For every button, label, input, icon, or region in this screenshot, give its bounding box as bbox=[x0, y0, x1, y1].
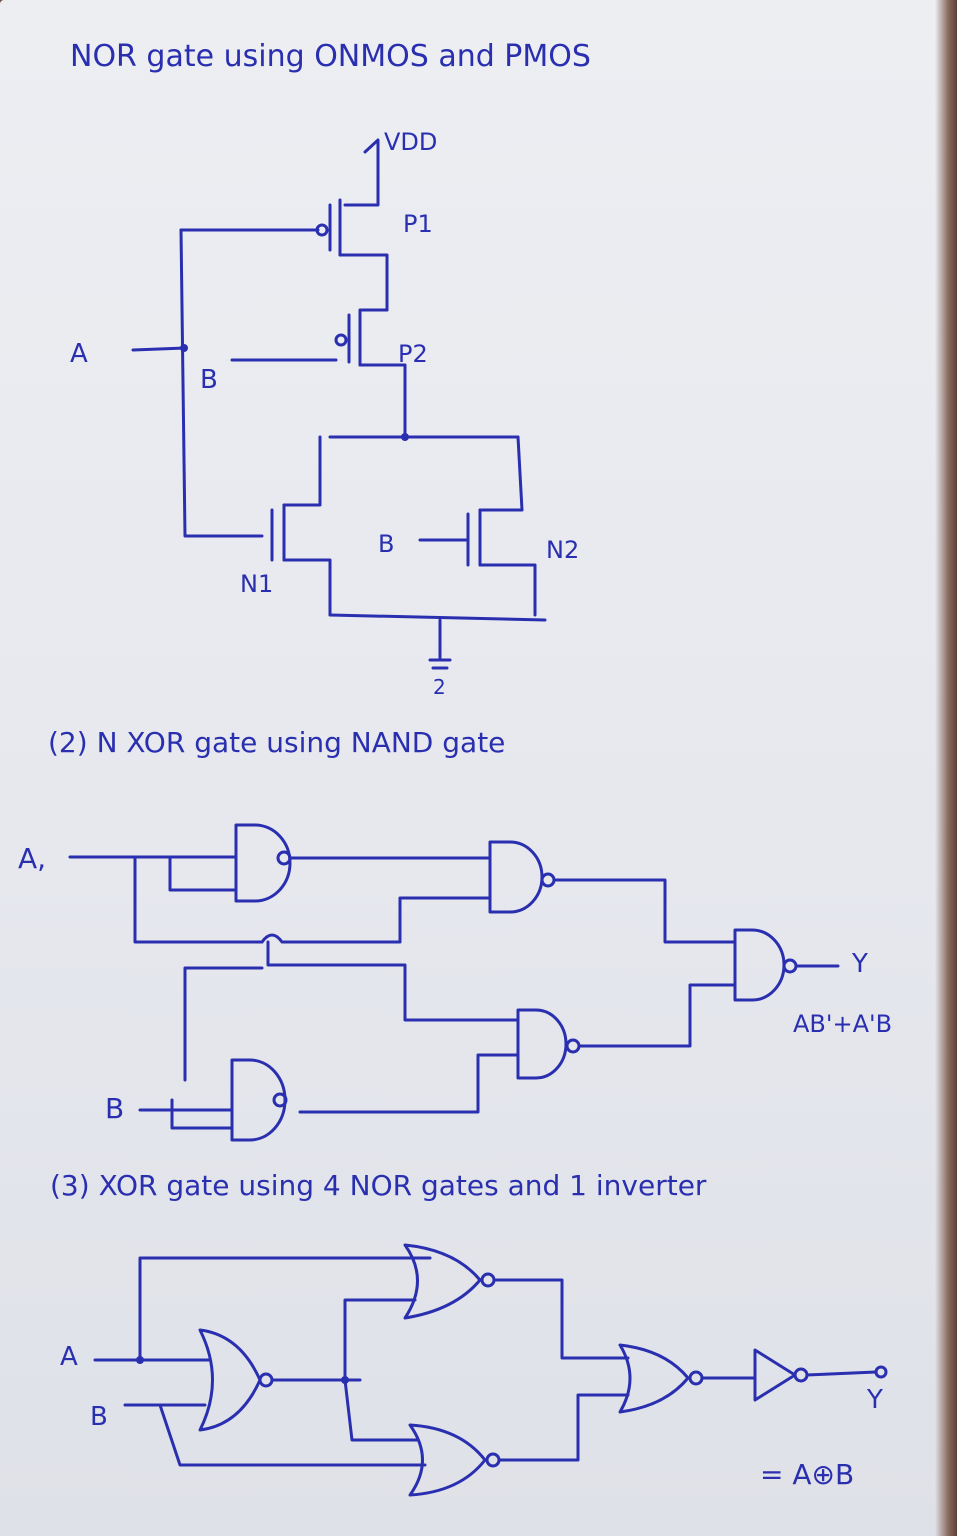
transistor-n2 bbox=[418, 508, 537, 617]
source-rail bbox=[328, 613, 547, 622]
input-b2-label: B bbox=[378, 530, 394, 558]
input-b-label-3: B bbox=[90, 1402, 108, 1432]
b-to-nand3 bbox=[298, 1053, 520, 1114]
cmos-nor-circuit: VDD P1 P2 A B bbox=[70, 128, 579, 699]
expression-2: AB'+A'B bbox=[793, 1010, 892, 1038]
n1-drain bbox=[282, 435, 322, 507]
page-edge bbox=[935, 0, 957, 1536]
b-to-nand4 bbox=[170, 1098, 234, 1130]
input-a-label: A bbox=[70, 339, 88, 369]
nand-gate-4 bbox=[230, 1058, 287, 1142]
nand1-to-nand3 bbox=[266, 940, 520, 1022]
n2-label: N2 bbox=[546, 536, 579, 564]
a-to-nand2 bbox=[133, 855, 264, 944]
b-up-wire bbox=[183, 966, 264, 1082]
vdd-wire bbox=[343, 138, 380, 207]
vdd-label: VDD bbox=[384, 128, 437, 156]
nand-gate-1 bbox=[234, 823, 292, 903]
nor2-to-nor3 bbox=[492, 1278, 630, 1360]
nor-gate-3 bbox=[618, 1343, 690, 1414]
transistor-n1 bbox=[270, 503, 332, 617]
expression-3: = A⊕B bbox=[760, 1458, 854, 1491]
input-a-label-2: A, bbox=[18, 842, 46, 875]
nand-gate-2 bbox=[488, 840, 544, 914]
nor-gate-4 bbox=[408, 1423, 487, 1497]
p2-label: P2 bbox=[398, 340, 428, 368]
n2-drain bbox=[478, 435, 524, 512]
input-a-label-3: A bbox=[60, 1342, 78, 1372]
section1-title: NOR gate using ONMOS and PMOS bbox=[70, 39, 591, 74]
nand-gate-5 bbox=[733, 928, 786, 1002]
b-to-nor4 bbox=[158, 1403, 427, 1467]
a-to-nor1 bbox=[138, 1256, 432, 1362]
output-wire-3 bbox=[805, 1370, 878, 1377]
nor-gate-2 bbox=[403, 1243, 482, 1320]
nand-gate-3 bbox=[516, 1008, 568, 1080]
nor1-to-nor2 bbox=[343, 1298, 417, 1382]
ground-digit: 2 bbox=[433, 675, 446, 699]
section3-title: (3) XOR gate using 4 NOR gates and 1 inv… bbox=[50, 1169, 707, 1202]
output-label-2: Y bbox=[851, 949, 868, 979]
nor1-to-nor4 bbox=[343, 1378, 420, 1442]
nor4-to-nor3 bbox=[497, 1393, 630, 1462]
transistor-p1 bbox=[315, 198, 389, 312]
p1-label: P1 bbox=[403, 210, 433, 238]
nand-circuit: A, B Y AB'+A'B bbox=[18, 823, 892, 1142]
nand3-to-nand5 bbox=[577, 983, 737, 1048]
input-a-wire bbox=[131, 346, 187, 352]
n1-label: N1 bbox=[240, 570, 273, 598]
a-to-n1-gate bbox=[179, 228, 264, 538]
nor-gate-1 bbox=[198, 1328, 262, 1432]
section2-title: (2) N XOR gate using NAND gate bbox=[48, 726, 505, 759]
a-to-nand1 bbox=[168, 855, 238, 892]
ground-symbol bbox=[428, 618, 452, 670]
transistor-p2 bbox=[334, 308, 407, 439]
inverter bbox=[753, 1348, 797, 1402]
a-hop-wire bbox=[260, 896, 492, 944]
input-b-label-2: B bbox=[105, 1092, 124, 1125]
nor-circuit: A B Y = A⊕B bbox=[60, 1243, 888, 1497]
output-label-3: Y bbox=[866, 1385, 883, 1415]
input-b-label: B bbox=[200, 365, 218, 395]
nand2-to-nand5 bbox=[552, 878, 737, 944]
